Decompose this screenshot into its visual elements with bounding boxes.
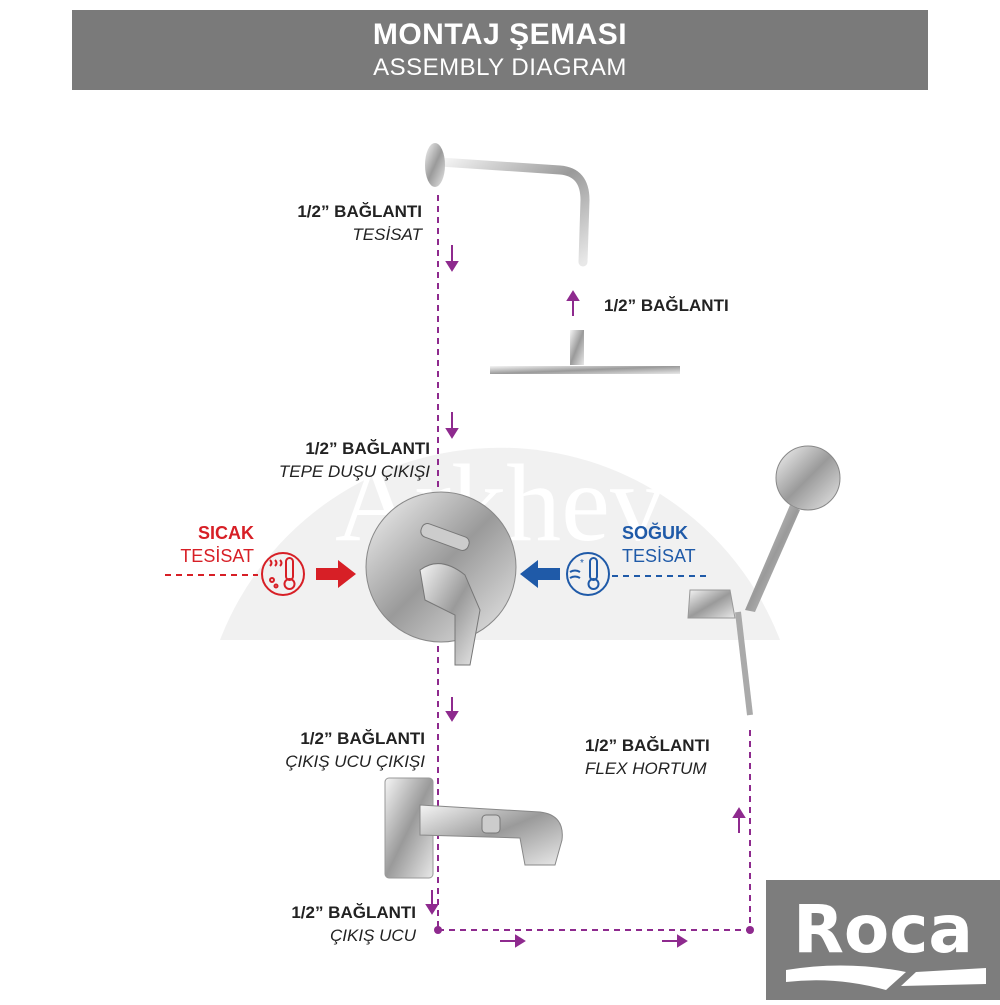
cold-arrow-icon (520, 560, 560, 588)
label-sub: TESİSAT (352, 225, 422, 244)
label-sub: TEPE DUŞU ÇIKIŞI (278, 462, 430, 481)
label-title: 1/2” BAĞLANTI (585, 736, 710, 755)
cold-thermometer-icon: * (566, 552, 708, 596)
label-cold: SOĞUK TESİSAT (622, 522, 696, 568)
label-title: SICAK (197, 523, 254, 543)
label-spout-outlet: 1/2” BAĞLANTI ÇIKIŞ UCU ÇIKIŞI (180, 727, 425, 773)
bath-spout (384, 777, 563, 879)
shower-arm (435, 157, 590, 267)
label-sub: TESİSAT (180, 546, 254, 566)
hot-thermometer-icon (165, 552, 305, 596)
rain-shower-head (490, 330, 680, 374)
logo-text: Roca (793, 891, 973, 968)
svg-text:*: * (580, 558, 584, 569)
label-sub: ÇIKIŞ UCU (330, 926, 416, 945)
subtitle: ASSEMBLY DIAGRAM (373, 54, 627, 81)
arrow-right-icon (662, 934, 688, 948)
wall-flange (425, 143, 445, 187)
arrow-down-icon (425, 890, 439, 915)
hot-arrow-icon (316, 560, 356, 588)
header-banner: MONTAJ ŞEMASI ASSEMBLY DIAGRAM (72, 10, 928, 90)
label-hot: SICAK TESİSAT (150, 522, 254, 568)
arrow-down-icon (445, 245, 459, 272)
title: MONTAJ ŞEMASI (372, 18, 628, 51)
label-top-left: 1/2” BAĞLANTI TESİSAT (200, 200, 422, 246)
label-title: 1/2” BAĞLANTI (300, 729, 425, 748)
arrow-down-icon (445, 412, 459, 439)
label-title: 1/2” BAĞLANTI (297, 202, 422, 221)
label-title: 1/2” BAĞLANTI (305, 439, 430, 458)
roca-logo: Roca (766, 880, 1000, 1000)
label-title: 1/2” BAĞLANTI (604, 296, 729, 315)
junction-dot (746, 926, 754, 934)
arrow-right-icon (500, 934, 526, 948)
junction-dot (434, 926, 442, 934)
label-spout-end: 1/2” BAĞLANTI ÇIKIŞ UCU (200, 901, 416, 947)
label-sub: ÇIKIŞ UCU ÇIKIŞI (285, 752, 425, 771)
arrow-up-icon (566, 290, 580, 316)
label-top-right: 1/2” BAĞLANTI (604, 294, 729, 317)
label-title: 1/2” BAĞLANTI (291, 903, 416, 922)
label-mid-left: 1/2” BAĞLANTI TEPE DUŞU ÇIKIŞI (180, 437, 430, 483)
label-sub: FLEX HORTUM (585, 759, 707, 778)
arrow-down-icon (445, 697, 459, 722)
label-title: SOĞUK (622, 523, 689, 543)
label-flex: 1/2” BAĞLANTI FLEX HORTUM (585, 734, 710, 780)
mixer-valve (365, 491, 517, 666)
hand-shower (687, 445, 841, 716)
flow-arrows (425, 245, 746, 948)
label-sub: TESİSAT (622, 546, 696, 566)
arrow-up-icon (732, 807, 746, 833)
